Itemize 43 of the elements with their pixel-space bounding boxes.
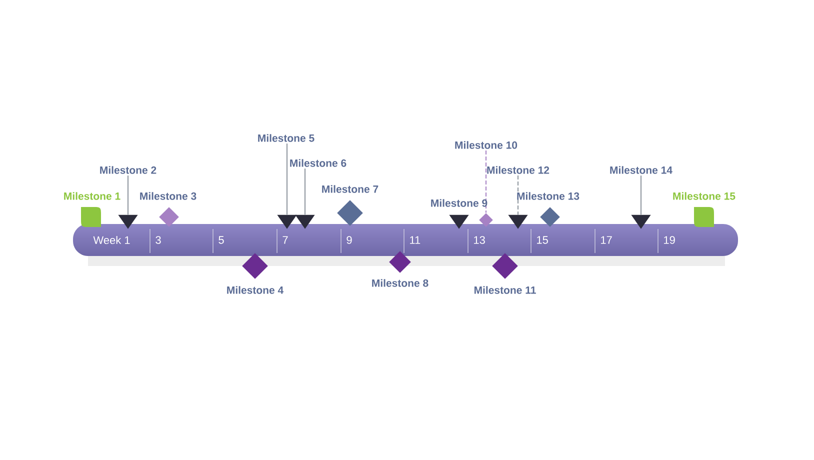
milestone-label: Milestone 15 <box>673 192 736 200</box>
milestone-label: Milestone 7 <box>322 185 378 193</box>
leaf-marker <box>694 207 714 227</box>
leader-line <box>304 168 306 216</box>
triangle-marker <box>508 214 528 229</box>
triangle-marker <box>449 214 469 229</box>
week-label: 13 <box>474 236 485 244</box>
triangle-marker <box>118 214 138 229</box>
triangle-marker <box>295 214 315 229</box>
diamond-marker <box>492 253 518 279</box>
milestone-label: Milestone 3 <box>140 192 196 200</box>
week-label: 15 <box>537 236 548 244</box>
diamond-marker <box>242 253 268 279</box>
milestone-label: Milestone 11 <box>474 286 536 294</box>
diamond-marker <box>159 207 179 227</box>
week-label: Week 1 <box>93 236 130 244</box>
week-label: 9 <box>346 236 352 244</box>
leader-line <box>640 175 642 216</box>
leaf-marker <box>81 207 101 227</box>
diamond-marker <box>479 213 493 227</box>
leader-line <box>286 143 288 216</box>
milestone-label: Milestone 5 <box>256 132 316 144</box>
milestone-label: Milestone 4 <box>227 286 284 294</box>
week-label: 3 <box>156 236 161 244</box>
milestone-label: Milestone 12 <box>485 164 551 176</box>
milestone-label: Milestone 13 <box>517 192 580 200</box>
week-label: 17 <box>601 236 612 244</box>
milestone-label: Milestone 2 <box>98 164 158 176</box>
week-label: 19 <box>664 236 675 244</box>
milestone-label: Milestone 9 <box>431 199 488 207</box>
week-label: 5 <box>218 236 224 244</box>
milestone-label: Milestone 8 <box>372 279 428 287</box>
triangle-marker <box>631 214 651 229</box>
diamond-marker <box>337 200 363 226</box>
diamond-marker <box>389 251 411 273</box>
milestone-label: Milestone 6 <box>288 158 348 168</box>
diamond-marker <box>540 207 560 227</box>
triangle-marker <box>277 214 297 229</box>
week-label: 11 <box>410 236 420 244</box>
milestone-label: Milestone 14 <box>608 164 674 176</box>
milestone-label: Milestone 10 <box>453 140 520 150</box>
week-label: 7 <box>282 236 288 244</box>
milestone-label: Milestone 1 <box>64 192 120 200</box>
